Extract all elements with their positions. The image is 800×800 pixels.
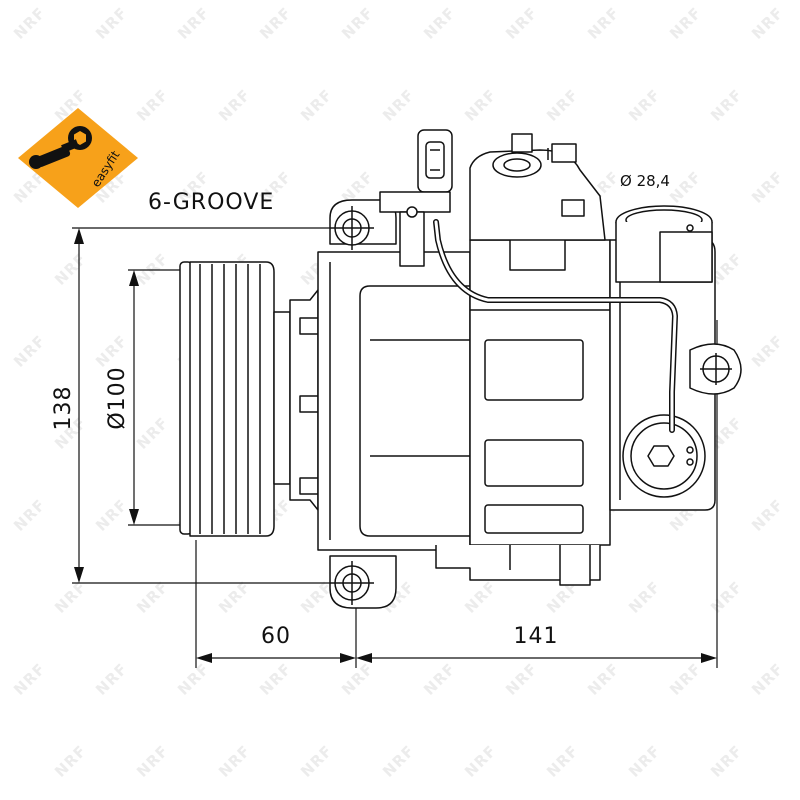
watermark-text: NRF <box>10 332 49 371</box>
lower-mounting-ear <box>329 555 397 609</box>
watermark-text: NRF <box>666 660 705 699</box>
watermark-text: NRF <box>92 660 131 699</box>
watermark-text: NRF <box>338 660 377 699</box>
watermark-text: NRF <box>543 742 582 781</box>
watermark-text: NRF <box>133 86 172 125</box>
watermark-text: NRF <box>10 496 49 535</box>
electrical-connector <box>379 129 453 267</box>
watermark-text: NRF <box>174 660 213 699</box>
watermark-text: NRF <box>379 742 418 781</box>
watermark-text: NRF <box>174 4 213 43</box>
pulley <box>179 261 291 537</box>
watermark-text: NRF <box>133 742 172 781</box>
watermark-text: NRF <box>10 4 49 43</box>
watermark-text: NRF <box>256 4 295 43</box>
control-valve <box>622 414 706 498</box>
wrench-icon <box>29 126 92 169</box>
watermark-text: NRF <box>256 660 295 699</box>
pulley-diameter-label: Ø100 <box>105 366 130 429</box>
watermark-text: NRF <box>379 86 418 125</box>
watermark-text: NRF <box>51 250 90 289</box>
watermark-text: NRF <box>748 496 787 535</box>
height-label: 138 <box>51 386 76 431</box>
watermark-text: NRF <box>338 4 377 43</box>
watermark-text: NRF <box>707 86 746 125</box>
watermark-text: NRF <box>625 742 664 781</box>
badge-diamond <box>18 108 138 208</box>
watermark-text: NRF <box>133 414 172 453</box>
watermark-text: NRF <box>543 86 582 125</box>
watermark-text: NRF <box>666 4 705 43</box>
watermark-text: NRF <box>625 578 664 617</box>
watermark-text: NRF <box>10 660 49 699</box>
watermark-text: NRF <box>92 4 131 43</box>
groove-count-label: 6-GROOVE <box>148 190 274 215</box>
watermark-text: NRF <box>51 742 90 781</box>
pulley-offset-label: 60 <box>261 624 291 649</box>
watermark-text: NRF <box>215 742 254 781</box>
watermark-text: NRF <box>461 578 500 617</box>
watermark-text: NRF <box>502 4 541 43</box>
dimension-arrows <box>74 228 717 663</box>
watermark-text: NRF <box>625 86 664 125</box>
watermark-text: NRF <box>502 660 541 699</box>
watermark-text: NRF <box>420 660 459 699</box>
upper-mounting-ear <box>329 199 397 250</box>
watermark-text: NRF <box>297 86 336 125</box>
watermark-text: NRF <box>748 332 787 371</box>
watermark-text: NRF <box>584 4 623 43</box>
watermark-text: NRF <box>584 660 623 699</box>
clutch-plate <box>289 289 319 511</box>
watermark-text: NRF <box>748 660 787 699</box>
easyfit-badge: easyfit <box>18 108 138 208</box>
watermark-text: NRF <box>215 86 254 125</box>
watermark-text: NRF <box>707 742 746 781</box>
watermark-text: NRF <box>133 250 172 289</box>
suction-port <box>615 205 713 283</box>
watermark-text: NRF <box>92 332 131 371</box>
port-diameter-label: Ø 28,4 <box>620 172 670 190</box>
body-length-label: 141 <box>514 624 559 649</box>
watermark-text: NRF <box>461 86 500 125</box>
watermark-text: NRF <box>748 4 787 43</box>
watermark-text: NRF <box>707 578 746 617</box>
watermark-text: NRF <box>297 742 336 781</box>
watermark-text: NRF <box>666 168 705 207</box>
watermark-text: NRF <box>420 4 459 43</box>
watermark-text: NRF <box>461 742 500 781</box>
watermark-text: NRF <box>92 496 131 535</box>
compressor-body <box>179 129 742 609</box>
watermark-text: NRF <box>748 168 787 207</box>
